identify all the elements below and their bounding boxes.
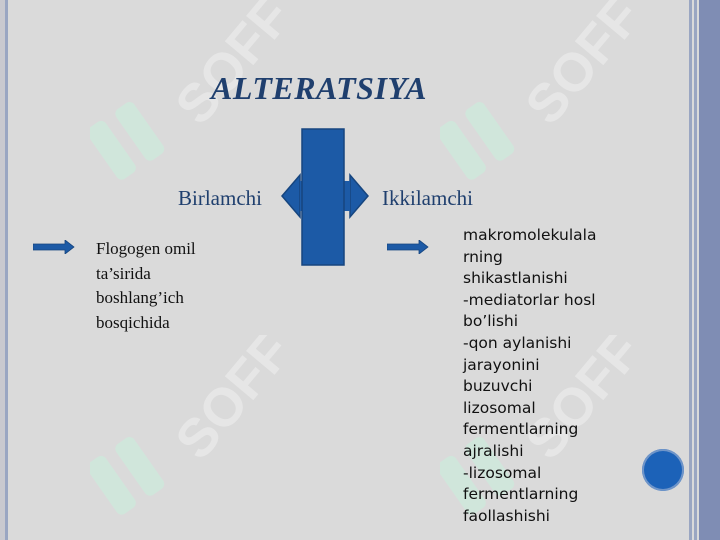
text-line: buzuvchi: [463, 377, 533, 396]
text-line: makromolekulala: [463, 226, 597, 244]
double-headed-arrow-icon: [281, 128, 369, 266]
text-line: -mediatorlar hosl: [463, 290, 596, 309]
right-border-line: [689, 0, 692, 540]
watermark-text: SOFF: [164, 335, 300, 470]
text-line: boshlang’ich: [96, 288, 184, 307]
text-line: jarayonini: [463, 355, 540, 374]
watermark-text: SOFF: [514, 0, 650, 135]
text-line: -qon aylanishi: [463, 333, 572, 352]
text-line: bo’lishi: [463, 312, 519, 331]
text-line: Flogogen omil: [96, 239, 196, 258]
watermark-text: SOFF: [164, 0, 300, 135]
left-border-line: [5, 0, 8, 540]
secondary-label: Ikkilamchi: [382, 186, 473, 210]
watermark-logo-bottom-left: SOFF: [90, 335, 300, 515]
left-border: [0, 0, 5, 540]
primary-label: Birlamchi: [178, 186, 262, 210]
text-line: rning: [463, 247, 503, 266]
watermark-logo-top-left: SOFF: [90, 0, 300, 180]
text-line: fermentlarning: [463, 420, 579, 439]
watermark-logo-top-right: SOFF: [440, 0, 650, 180]
text-line: fermentlarning: [463, 485, 579, 504]
secondary-description: makromolekulala rning shikastlanishi -me…: [463, 225, 633, 527]
text-line: ta’sirida: [96, 263, 151, 283]
circle-nav-icon[interactable]: [642, 449, 684, 491]
text-line: -lizosomal: [463, 463, 542, 482]
text-line: faollashishi: [463, 506, 550, 525]
right-border: [699, 0, 720, 540]
watermark-logo-bottom-right: SOFF: [440, 335, 650, 515]
right-arrow-icon: [33, 240, 75, 254]
slide-title: ALTERATSIYA: [211, 70, 427, 106]
right-border-line-2: [694, 0, 697, 540]
right-arrow-icon: [387, 240, 429, 254]
text-line: bosqichida: [96, 312, 170, 332]
text-line: lizosomal: [463, 398, 536, 417]
primary-description: Flogogen omil ta’sirida boshlang’ich bos…: [96, 237, 236, 335]
text-line: shikastlanishi: [463, 269, 568, 288]
text-line: ajralishi: [463, 441, 524, 460]
